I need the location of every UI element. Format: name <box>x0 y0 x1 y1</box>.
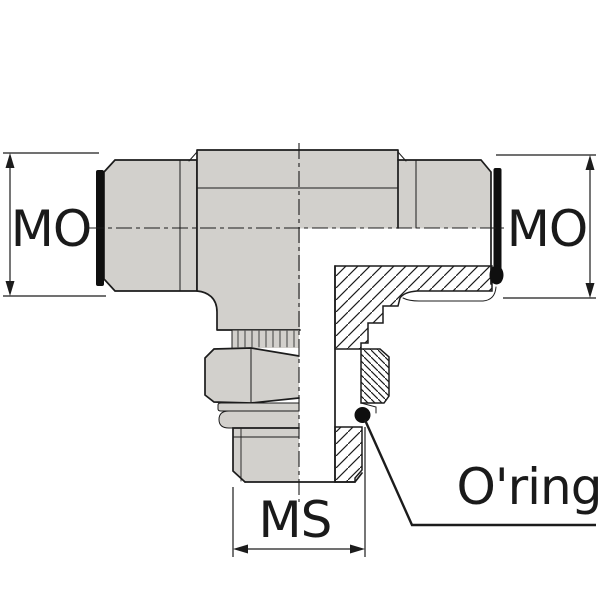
right-port-body-fill <box>398 160 491 229</box>
oring-callout-label: O'ring <box>457 458 600 516</box>
seal-bead <box>219 411 299 428</box>
tee-body-outline <box>196 149 399 331</box>
stud-thread-lines <box>232 428 300 482</box>
arrowhead-up-icon <box>585 155 595 170</box>
right-port-seal <box>493 168 502 283</box>
dim-left-mo <box>3 152 106 297</box>
arrowhead-left-icon <box>233 544 248 554</box>
arrowhead-down-icon <box>585 283 595 298</box>
washer-outline <box>217 402 300 412</box>
dim-label-left: MO <box>11 200 92 258</box>
lock-nut <box>205 348 299 403</box>
oring-seat-lines <box>360 402 377 414</box>
port-lip-curve <box>402 286 497 302</box>
oring-dot <box>354 407 371 423</box>
nut-section-hatch <box>360 348 390 404</box>
arrowhead-right-icon <box>350 544 365 554</box>
washer <box>218 403 299 411</box>
oring-leader-line <box>363 419 596 527</box>
arrowhead-up-icon <box>5 153 15 168</box>
left-port-body <box>103 159 198 292</box>
body-section-hatch <box>334 265 493 350</box>
stud-section-hatch <box>334 426 363 483</box>
seal-bead-outline <box>218 410 300 429</box>
body-top-left-chamfer <box>188 151 198 162</box>
dim-label-right: MO <box>507 200 588 258</box>
tee-body-fill <box>197 150 398 330</box>
thread-collar <box>232 330 299 348</box>
dim-right-mo <box>496 154 596 299</box>
thread-collar-striations <box>237 330 295 348</box>
threaded-stud-outline <box>232 427 300 483</box>
threaded-stud <box>233 428 299 482</box>
right-seal-section-blob <box>489 265 504 285</box>
arrowhead-down-icon <box>5 281 15 296</box>
thread-collar-edges <box>231 329 300 349</box>
dim-label-bottom: MS <box>259 491 332 549</box>
dim-bottom-ms <box>232 427 366 557</box>
